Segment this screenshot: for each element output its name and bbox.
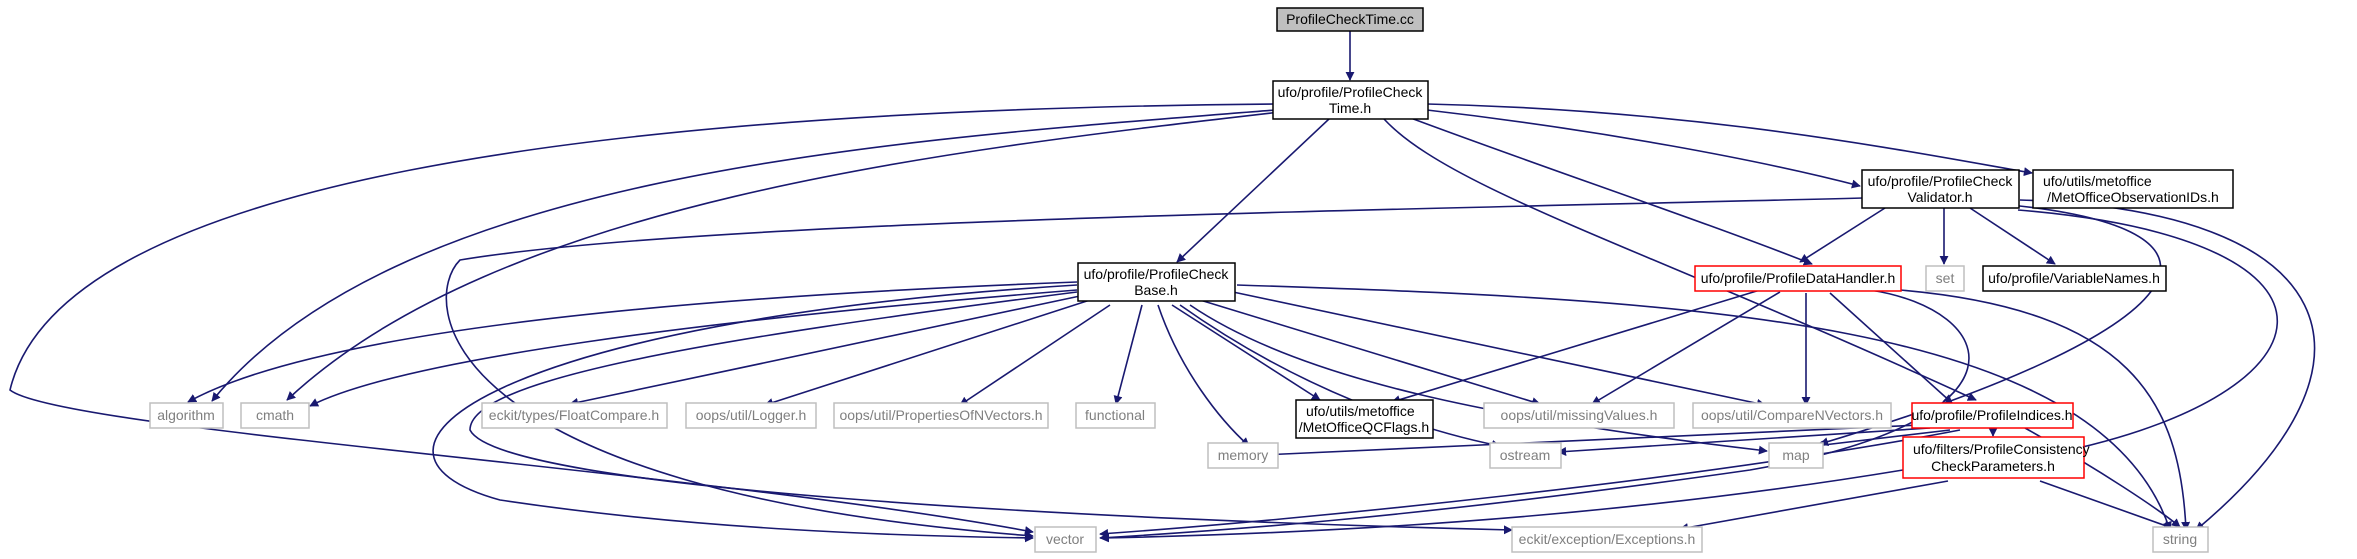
- edge-profileindices-h-to-memory: [1261, 424, 1921, 460]
- node-logger-h[interactable]: oops/util/Logger.h: [685, 402, 817, 429]
- edge-profiledatahandler-h-to-metofficeqcflags-h: [1391, 289, 1761, 404]
- node-label-line2: /MetOfficeObservationIDs.h: [2047, 189, 2219, 205]
- nodes: ProfileCheckTime.cc ufo/profile/ProfileC…: [149, 7, 2234, 553]
- node-label-line2: CheckParameters.h: [1931, 458, 2055, 474]
- edge-profilechecktime-h-to-metofficeobservationids-h: [1426, 103, 2033, 177]
- node-label-line1: ufo/profile/ProfileCheck: [1084, 266, 1230, 282]
- edge-profiledatahandler-h-to-vector: [1099, 289, 1970, 543]
- edge-profilechecktime-h-to-algorithm: [211, 109, 1276, 402]
- edge-profilechecktime-h-to-vector: [9, 103, 1275, 535]
- node-metofficeqcflags-h[interactable]: ufo/utils/metoffice /MetOfficeQCFlags.h: [1295, 399, 1434, 439]
- node-label: vector: [1046, 531, 1084, 547]
- edge-profilecheckbase-h-to-propertiesofnvectors-h: [959, 304, 1111, 406]
- edge-profilecheckvalidator-h-to-vector: [445, 197, 1864, 540]
- edge-profilecheckvalidator-h-to-profiledatahandler-h: [1799, 207, 1886, 263]
- node-label: ufo/profile/ProfileDataHandler.h: [1701, 270, 1896, 286]
- node-label: ostream: [1500, 447, 1551, 463]
- edge-profilecheckbase-h-to-floatcompare-h: [569, 295, 1081, 407]
- edge-profilecheckbase-h-to-exceptions-h: [469, 291, 1513, 535]
- edge-profileconsistencycheckparameters-h-to-exceptions-h: [1679, 480, 1949, 533]
- edge-profileindices-h-to-ostream: [1557, 427, 1931, 456]
- node-label: cmath: [256, 407, 294, 423]
- edge-profiledatahandler-h-to-profileindices-h: [1829, 292, 1953, 404]
- edge-profilechecktime-h-to-cmath: [286, 111, 1281, 401]
- node-label: algorithm: [157, 407, 215, 423]
- node-variablenames-h[interactable]: ufo/profile/VariableNames.h: [1982, 265, 2167, 292]
- node-label: string: [2163, 531, 2197, 547]
- edge-profilechecktime-h-to-profilecheckvalidator-h: [1426, 109, 1861, 189]
- node-ostream[interactable]: ostream: [1489, 442, 1562, 469]
- node-vector[interactable]: vector: [1034, 526, 1097, 553]
- edge-profilecheckbase-h-to-functional: [1113, 304, 1143, 405]
- node-label: eckit/exception/Exceptions.h: [1519, 531, 1696, 547]
- edge-profilecheckbase-h-to-logger-h: [764, 299, 1091, 407]
- edge-profilechecktime-h-to-profiledatahandler-h: [1407, 116, 1813, 266]
- node-label: functional: [1085, 407, 1145, 423]
- edge-profileconsistencycheckparameters-h-to-vector: [1100, 469, 1904, 543]
- node-missingvalues-h[interactable]: oops/util/missingValues.h: [1483, 402, 1675, 429]
- edge-profilecheckvalidator-h-to-string: [2019, 199, 2316, 531]
- node-memory[interactable]: memory: [1207, 442, 1279, 469]
- edge-profiledatahandler-h-to-missingvalues-h: [1591, 291, 1781, 405]
- node-label-line2: Validator.h: [1907, 189, 1972, 205]
- node-label: set: [1936, 270, 1955, 286]
- node-map[interactable]: map: [1768, 442, 1824, 469]
- node-label-line1: ufo/utils/metoffice: [1306, 403, 1415, 419]
- edge-profilecheckbase-h-to-metofficeqcflags-h: [1171, 304, 1321, 401]
- node-label: eckit/types/FloatCompare.h: [489, 407, 659, 423]
- edge-profilecheckbase-h-to-memory: [1157, 304, 1250, 447]
- node-label-line1: ufo/profile/ProfileCheck: [1278, 84, 1424, 100]
- edge-profilecheckbase-h-to-missingvalues-h: [1199, 299, 1541, 406]
- edge-profilecheckbase-h-to-algorithm: [187, 281, 1078, 403]
- edge-profilecheckvalidator-h-to-variablenames-h: [1969, 207, 2056, 265]
- node-label: memory: [1218, 447, 1269, 463]
- node-label-line2: Base.h: [1134, 282, 1178, 298]
- edge-profilecheckbase-h-to-map: [1189, 304, 1768, 455]
- edge-profilecheckbase-h-to-cmath: [309, 289, 1078, 407]
- edge-profilechecktime-h-to-profilecheckbase-h: [1176, 118, 1330, 263]
- node-cmath[interactable]: cmath: [240, 402, 310, 429]
- node-profileconsistencycheckparameters-h[interactable]: ufo/filters/ProfileConsistency CheckPara…: [1902, 436, 2090, 479]
- node-profiledatahandler-h[interactable]: ufo/profile/ProfileDataHandler.h: [1694, 265, 1902, 292]
- node-label-line2: Time.h: [1329, 100, 1371, 116]
- node-profilecheckvalidator-h[interactable]: ufo/profile/ProfileCheck Validator.h: [1861, 169, 2020, 209]
- edge-profileconsistencycheckparameters-h-to-string: [2039, 480, 2173, 530]
- edge-profilecheckbase-h-to-comparenvectors-h: [1232, 291, 1766, 408]
- node-label: oops/util/CompareNVectors.h: [1701, 407, 1883, 423]
- edge-profiledatahandler-h-to-string: [1899, 289, 2191, 531]
- node-metofficeobservationids-h[interactable]: ufo/utils/metoffice /MetOfficeObservatio…: [2032, 169, 2234, 209]
- edge-profileindices-h-to-vector: [1099, 429, 1961, 538]
- edge-profileindices-h-to-map: [1814, 429, 1951, 450]
- node-algorithm[interactable]: algorithm: [149, 402, 224, 429]
- node-profilechecktime-cc[interactable]: ProfileCheckTime.cc: [1276, 7, 1424, 32]
- edge-profilecheckvalidator-h-to-profileconsistencycheckparameters-h: [2017, 209, 2278, 459]
- node-profilechecktime-h[interactable]: ufo/profile/ProfileCheck Time.h: [1272, 80, 1429, 120]
- node-label: oops/util/Logger.h: [696, 407, 807, 423]
- node-functional[interactable]: functional: [1075, 402, 1156, 429]
- edges: [9, 31, 2316, 543]
- node-label-line1: ufo/profile/ProfileCheck: [1868, 173, 2014, 189]
- node-set[interactable]: set: [1925, 265, 1965, 292]
- node-comparenvectors-h[interactable]: oops/util/CompareNVectors.h: [1692, 402, 1892, 429]
- node-string[interactable]: string: [2152, 526, 2209, 553]
- node-label: ufo/profile/VariableNames.h: [1988, 270, 2160, 286]
- node-floatcompare-h[interactable]: eckit/types/FloatCompare.h: [481, 402, 668, 429]
- node-label: ufo/profile/ProfileIndices.h: [1911, 407, 2072, 423]
- node-label-line1: ufo/filters/ProfileConsistency: [1913, 441, 2090, 457]
- node-label-line2: /MetOfficeQCFlags.h: [1299, 419, 1429, 435]
- edge-profilechecktime-h-to-profileindices-h: [1383, 118, 1977, 401]
- node-label-line1: ufo/utils/metoffice: [2043, 173, 2152, 189]
- node-propertiesofnvectors-h[interactable]: oops/util/PropertiesOfNVectors.h: [833, 402, 1049, 429]
- node-label: oops/util/PropertiesOfNVectors.h: [839, 407, 1042, 423]
- node-profilecheckbase-h[interactable]: ufo/profile/ProfileCheck Base.h: [1077, 262, 1236, 302]
- node-label: map: [1782, 447, 1809, 463]
- node-label: ProfileCheckTime.cc: [1286, 11, 1414, 27]
- node-exceptions-h[interactable]: eckit/exception/Exceptions.h: [1511, 526, 1703, 553]
- node-label: oops/util/missingValues.h: [1501, 407, 1658, 423]
- node-profileindices-h[interactable]: ufo/profile/ProfileIndices.h: [1911, 402, 2074, 429]
- edge-profilecheckbase-h-to-string: [1236, 284, 2172, 531]
- edge-profilecheckbase-h-to-vector: [432, 284, 1078, 543]
